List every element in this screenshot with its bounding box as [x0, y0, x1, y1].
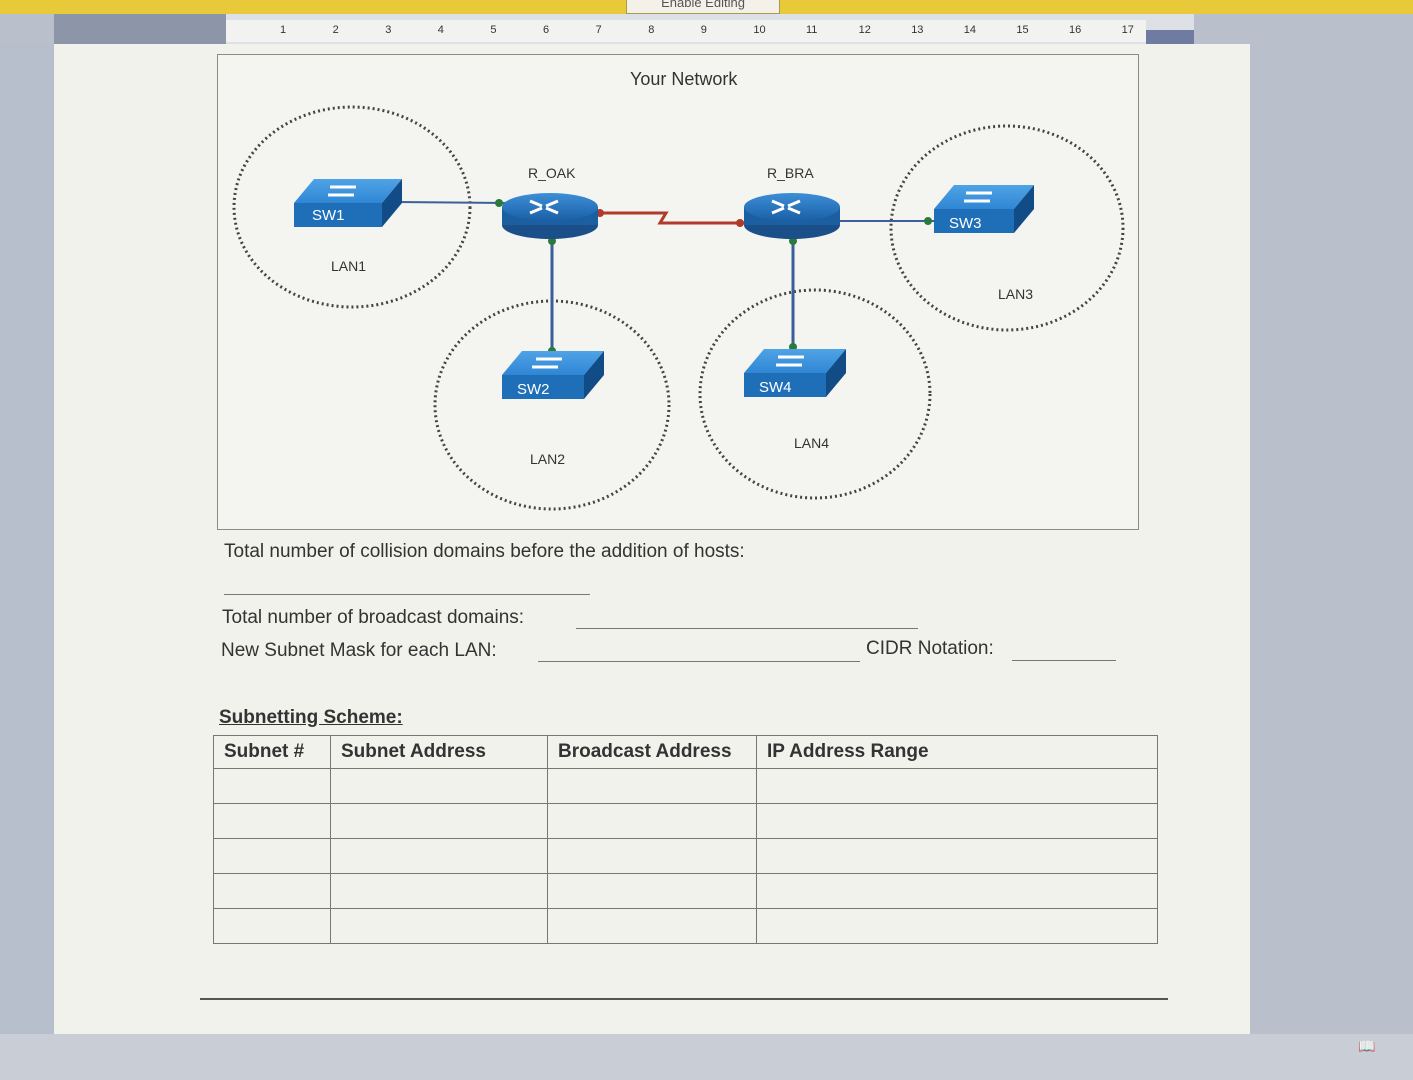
ruler-tick-label: 17: [1121, 24, 1134, 36]
ruler-tick-label: 1: [280, 24, 287, 36]
table-row: [213, 908, 1158, 944]
ruler-tick-label: 16: [1069, 24, 1082, 36]
switch-label: SW1: [312, 207, 345, 224]
left-margin-strip: [0, 44, 54, 1080]
lan-label: LAN3: [998, 286, 1034, 302]
network-diagram-frame: Your Network R_OAK R_BRA SW1 SW2 SW3 SW4…: [217, 54, 1139, 530]
table-cell[interactable]: [330, 768, 548, 804]
switch-label: SW2: [517, 381, 550, 398]
answer-cidr[interactable]: [1012, 660, 1116, 661]
table-cell[interactable]: [547, 873, 757, 909]
table-cell[interactable]: [547, 768, 757, 804]
ruler-tick-label: 14: [963, 24, 977, 36]
table-cell[interactable]: [213, 803, 331, 839]
table-cell[interactable]: [213, 768, 331, 804]
lan4-boundary: [698, 288, 932, 500]
ruler-tick-label: 4: [437, 24, 444, 36]
col-subnet-number: Subnet #: [213, 735, 331, 769]
switch-sw4-icon: [744, 349, 846, 397]
table-cell[interactable]: [213, 838, 331, 874]
ruler-tick-label: 6: [543, 24, 550, 36]
router-label: R_BRA: [767, 165, 814, 181]
table-row: [213, 873, 1158, 909]
router-label: R_OAK: [528, 165, 576, 181]
table-cell[interactable]: [756, 908, 1158, 944]
link-sw1-roak: [395, 201, 509, 204]
scheme-title: Subnetting Scheme:: [219, 707, 403, 728]
ruler-body[interactable]: [226, 20, 1146, 42]
ruler-tick-label: 11: [806, 24, 818, 36]
read-mode-icon[interactable]: 📖: [1358, 1038, 1376, 1054]
table-cell[interactable]: [756, 768, 1158, 804]
table-row: [213, 803, 1158, 839]
table-cell[interactable]: [213, 873, 331, 909]
answer-broadcast-domains[interactable]: [576, 628, 918, 629]
router-r-oak-icon: [502, 193, 598, 239]
table-cell[interactable]: [547, 838, 757, 874]
col-subnet-address: Subnet Address: [330, 735, 548, 769]
ruler-tick-label: 2: [332, 24, 339, 36]
ruler-tick-label: 15: [1016, 24, 1029, 36]
lan1-boundary: [232, 105, 472, 309]
ruler-tick-label: 7: [595, 24, 602, 36]
enable-editing-button[interactable]: Enable Editing: [626, 0, 780, 14]
ruler-tick-label: 13: [911, 24, 924, 36]
answer-subnet-mask[interactable]: [538, 661, 860, 662]
subnetting-table: Subnet # Subnet Address Broadcast Addres…: [213, 735, 1158, 944]
switch-label: SW4: [759, 379, 792, 396]
ruler-tick-label: 8: [648, 24, 655, 36]
table-cell[interactable]: [213, 908, 331, 944]
status-bar: [0, 1034, 1413, 1080]
question-subnet-mask: New Subnet Mask for each LAN:: [221, 640, 497, 661]
table-cell[interactable]: [330, 908, 548, 944]
switch-sw1-icon: [294, 179, 402, 227]
table-header-row: Subnet # Subnet Address Broadcast Addres…: [213, 735, 1158, 769]
lan-label: LAN2: [530, 451, 566, 467]
question-broadcast-domains: Total number of broadcast domains:: [222, 607, 525, 628]
table-cell[interactable]: [330, 873, 548, 909]
table-cell[interactable]: [547, 908, 757, 944]
table-row: [213, 838, 1158, 874]
router-r-bra-icon: [744, 193, 840, 239]
switch-sw3-icon: [934, 185, 1034, 233]
table-row: [213, 768, 1158, 804]
ruler-tick-label: 10: [753, 24, 766, 36]
lan3-boundary: [889, 124, 1125, 332]
ruler-margin-left: [54, 14, 226, 44]
ruler-tick-label: 9: [700, 24, 707, 36]
col-ip-range: IP Address Range: [756, 735, 1158, 769]
switch-label: SW3: [949, 215, 982, 232]
table-cell[interactable]: [756, 873, 1158, 909]
table-cell[interactable]: [547, 803, 757, 839]
lan-label: LAN4: [794, 435, 830, 451]
col-broadcast-address: Broadcast Address: [547, 735, 757, 769]
link-wan-serial: [592, 211, 748, 225]
lan-label: LAN1: [331, 258, 367, 274]
table-cell[interactable]: [330, 838, 548, 874]
table-cell[interactable]: [330, 803, 548, 839]
network-diagram: [232, 105, 1125, 511]
ruler-tick-label: 5: [490, 24, 497, 36]
table-cell[interactable]: [756, 838, 1158, 874]
table-cell[interactable]: [756, 803, 1158, 839]
switch-sw2-icon: [502, 351, 604, 399]
question-cidr: CIDR Notation:: [866, 638, 994, 659]
question-collision-domains: Total number of collision domains before…: [224, 541, 745, 562]
page-rule: [200, 998, 1168, 1000]
ruler-margin-right: [1146, 30, 1194, 44]
ruler-tick-label: 3: [385, 24, 392, 36]
ruler-tick-label: 12: [858, 24, 871, 36]
answer-collision-domains[interactable]: [224, 594, 590, 595]
diagram-title: Your Network: [630, 69, 738, 89]
